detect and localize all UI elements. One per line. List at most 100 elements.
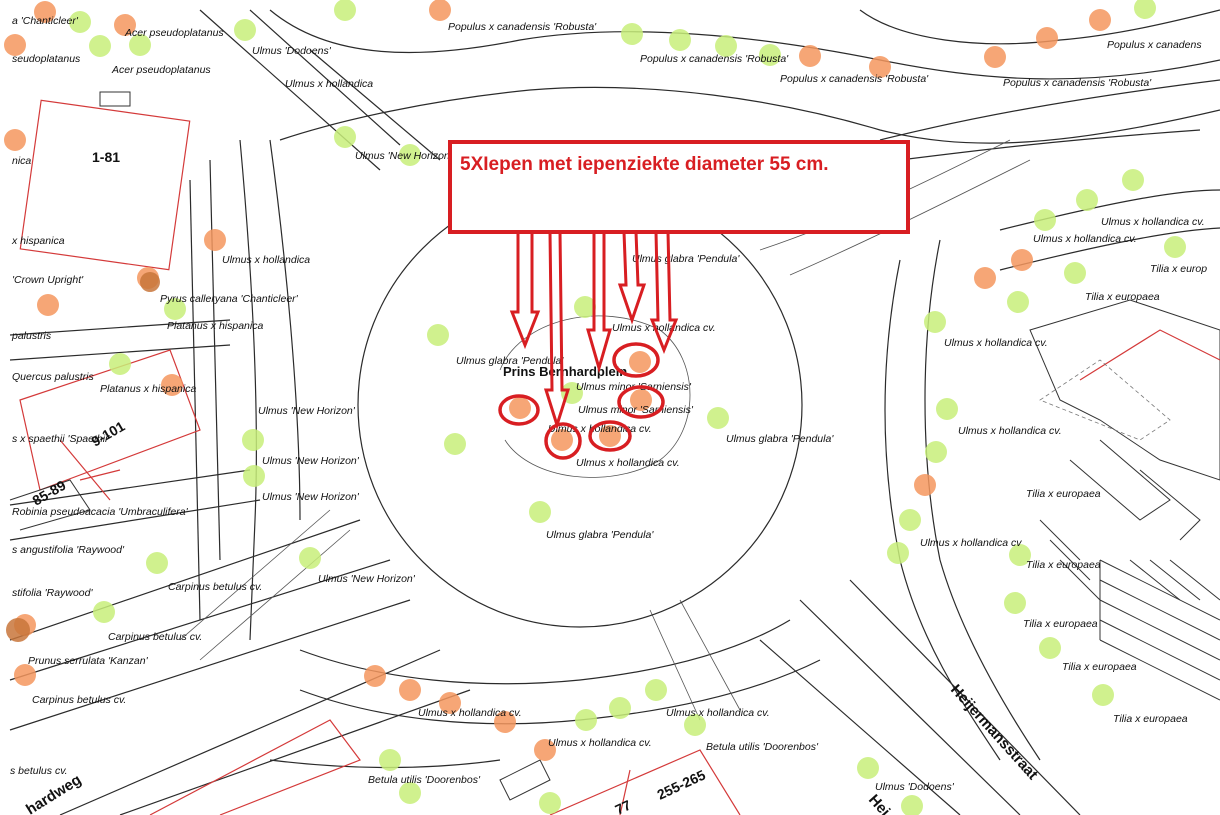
tree-marker[interactable] xyxy=(334,0,356,21)
tree-marker-felled[interactable] xyxy=(364,665,386,687)
tree-marker[interactable] xyxy=(899,509,921,531)
tree-marker-felled[interactable] xyxy=(34,1,56,23)
tree-marker-felled[interactable] xyxy=(429,0,451,21)
tree-species-label: Prunus serrulata 'Kanzan' xyxy=(28,655,149,667)
tree-marker[interactable] xyxy=(707,407,729,429)
tree-marker[interactable] xyxy=(1034,209,1056,231)
buildings xyxy=(9,91,1220,815)
tree-marker[interactable] xyxy=(1164,236,1186,258)
tree-marker[interactable] xyxy=(1064,262,1086,284)
tree-marker[interactable] xyxy=(901,795,923,815)
tree-marker[interactable] xyxy=(1076,189,1098,211)
tree-species-label: Tilia x europaea xyxy=(1026,488,1101,500)
tree-species-label: Ulmus x hollandica cv. xyxy=(1033,233,1137,245)
tree-species-label: Ulmus 'New Horizon' xyxy=(262,491,360,503)
tree-marker-felled[interactable] xyxy=(799,45,821,67)
tree-marker-felled[interactable] xyxy=(114,14,136,36)
tree-marker[interactable] xyxy=(609,697,631,719)
tree-marker-felled[interactable] xyxy=(551,429,573,451)
tree-marker[interactable] xyxy=(857,757,879,779)
tree-marker[interactable] xyxy=(1122,169,1144,191)
tree-marker[interactable] xyxy=(1007,291,1029,313)
tree-species-label: Betula utilis 'Doorenbos' xyxy=(368,774,481,786)
tree-marker[interactable] xyxy=(669,29,691,51)
tree-marker[interactable] xyxy=(1134,0,1156,19)
tree-marker[interactable] xyxy=(89,35,111,57)
tree-marker-felled[interactable] xyxy=(1036,27,1058,49)
tree-marker-felled[interactable] xyxy=(1011,249,1033,271)
tree-species-label: Tilia x europaea xyxy=(1023,618,1098,630)
tree-marker-felled[interactable] xyxy=(534,739,556,761)
tree-marker[interactable] xyxy=(529,501,551,523)
tree-species-label: Ulmus 'New Horizon' xyxy=(318,573,416,585)
tree-marker[interactable] xyxy=(759,44,781,66)
tree-marker-felled[interactable] xyxy=(161,374,183,396)
tree-marker-felled[interactable] xyxy=(974,267,996,289)
tree-marker[interactable] xyxy=(575,709,597,731)
tree-marker[interactable] xyxy=(399,782,421,804)
tree-marker[interactable] xyxy=(1039,637,1061,659)
tree-marker-felled[interactable] xyxy=(629,351,651,373)
tree-marker[interactable] xyxy=(242,429,264,451)
tree-marker[interactable] xyxy=(93,601,115,623)
tree-species-label: Ulmus x hollandica cv. xyxy=(944,337,1048,349)
tree-marker[interactable] xyxy=(684,714,706,736)
tree-marker[interactable] xyxy=(715,35,737,57)
tree-marker-felled[interactable] xyxy=(630,389,652,411)
tree-marker[interactable] xyxy=(645,679,667,701)
tree-marker[interactable] xyxy=(399,144,421,166)
tree-marker[interactable] xyxy=(924,311,946,333)
tree-marker[interactable] xyxy=(129,34,151,56)
tree-species-label: Ulmus x hollandica cv. xyxy=(958,425,1062,437)
tree-marker[interactable] xyxy=(146,552,168,574)
tree-marker-felled[interactable] xyxy=(140,272,160,292)
tree-marker[interactable] xyxy=(1092,684,1114,706)
tree-marker-felled[interactable] xyxy=(509,397,531,419)
tree-species-label: Ulmus glabra 'Pendula' xyxy=(456,355,564,367)
tree-marker-felled[interactable] xyxy=(204,229,226,251)
tree-marker[interactable] xyxy=(1009,544,1031,566)
annotation-overlay: 5XIepen met iepenziekte diameter 55 cm. xyxy=(448,140,910,460)
tree-marker[interactable] xyxy=(1004,592,1026,614)
tree-marker[interactable] xyxy=(621,23,643,45)
tree-marker[interactable] xyxy=(427,324,449,346)
building-number: 85-89 xyxy=(30,477,69,509)
tree-marker[interactable] xyxy=(164,298,186,320)
diseased-tree-marker xyxy=(588,420,632,452)
tree-marker[interactable] xyxy=(444,433,466,455)
tree-marker-felled[interactable] xyxy=(439,692,461,714)
tree-marker[interactable] xyxy=(539,792,561,814)
diseased-tree-marker xyxy=(612,342,660,378)
annotation-text: 5XIepen met iepenziekte diameter 55 cm. xyxy=(460,154,829,175)
tree-marker[interactable] xyxy=(887,542,909,564)
tree-marker[interactable] xyxy=(109,353,131,375)
tree-marker-felled[interactable] xyxy=(599,425,621,447)
tree-marker[interactable] xyxy=(574,296,596,318)
tree-species-label: Populus x canadensis 'Robusta' xyxy=(448,21,597,33)
tree-marker-felled[interactable] xyxy=(399,679,421,701)
tree-marker[interactable] xyxy=(243,465,265,487)
tree-marker[interactable] xyxy=(379,749,401,771)
tree-marker-felled[interactable] xyxy=(37,294,59,316)
tree-marker[interactable] xyxy=(234,19,256,41)
tree-marker-felled[interactable] xyxy=(4,129,26,151)
tree-marker-felled[interactable] xyxy=(494,711,516,733)
tree-marker-felled[interactable] xyxy=(869,56,891,78)
tree-marker-felled[interactable] xyxy=(4,34,26,56)
trees-layer xyxy=(4,0,1186,815)
tree-marker-felled[interactable] xyxy=(984,46,1006,68)
tree-species-label: Ulmus 'New Horizon' xyxy=(262,455,360,467)
arrow-icon xyxy=(649,231,679,355)
tree-marker-felled[interactable] xyxy=(914,474,936,496)
tree-marker-felled[interactable] xyxy=(14,664,36,686)
tree-marker-felled[interactable] xyxy=(6,618,30,642)
tree-marker-felled[interactable] xyxy=(1089,9,1111,31)
arrow-icon xyxy=(509,232,541,350)
tree-marker[interactable] xyxy=(69,11,91,33)
tree-marker[interactable] xyxy=(936,398,958,420)
tree-marker[interactable] xyxy=(925,441,947,463)
tree-marker[interactable] xyxy=(334,126,356,148)
tree-marker[interactable] xyxy=(299,547,321,569)
